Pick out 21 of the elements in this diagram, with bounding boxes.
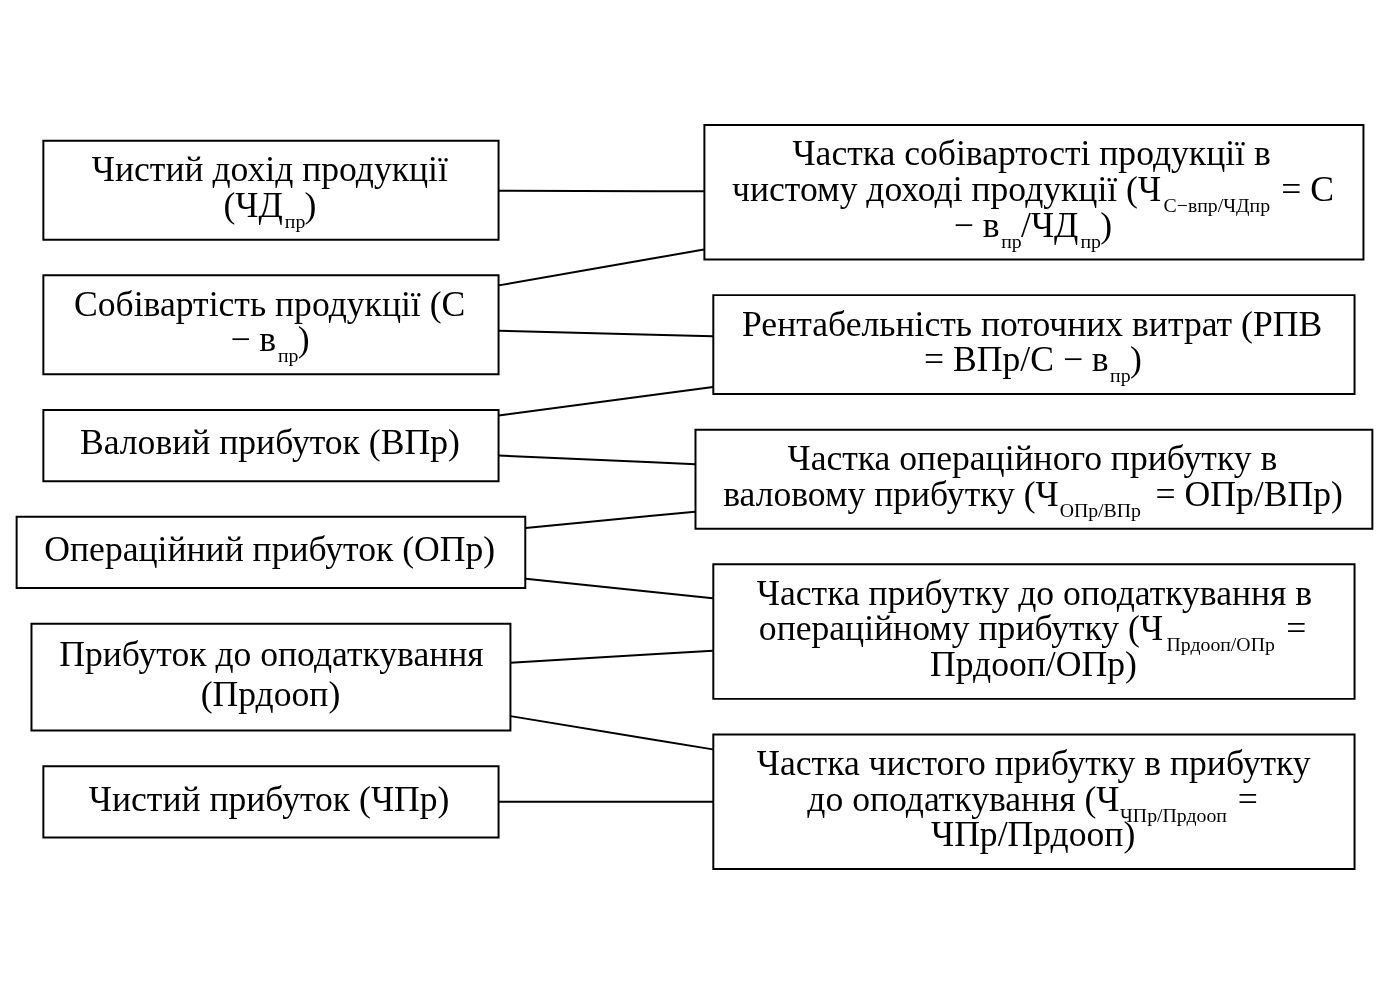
node-box: Собівартість продукції (С − в$_{пр}$) [42, 274, 500, 376]
node-box: Частка чистого прибутку в прибутку до оподаткування (Ч$_{ЧПр/Прдооп}$ = ЧПр/Прдооп) [712, 733, 1356, 871]
connector [497, 454, 697, 466]
connector [524, 510, 697, 529]
node-box: Частка прибутку до оподаткування в операційному прибутку (Ч$_{Прдооп/ОПр}$ = Прдооп/ОПр) [712, 563, 1356, 700]
node-box: Чистий прибуток (ЧПр) [42, 765, 500, 839]
connector [497, 386, 715, 417]
connector [497, 800, 715, 803]
node-box: Рентабельність поточних витрат (РПВ = ВПр/С − в$_{пр}$) [712, 294, 1356, 396]
node-box: Операційний прибуток (ОПр) [15, 515, 527, 590]
connector [509, 649, 714, 664]
connector [497, 189, 705, 193]
node-box: Прибуток до оподаткування (Прдооп) [30, 622, 512, 732]
connector [509, 715, 714, 751]
connector [497, 248, 705, 287]
connector [524, 577, 714, 600]
connector [497, 329, 715, 338]
node-box: Частка операційного прибутку в валовому прибутку (Ч$_{ОПр/ВПр}$ = ОПр/ВПр) [694, 428, 1374, 530]
node-box: Чистий дохід продукції (ЧД$_{пр}$) [42, 139, 500, 241]
node-box: Частка собівартості продукції в чистому доході продукції (Ч$_{С−впр/ЧДпр}$ = С − в$_{пр}$/ЧД$_{пр}$) [703, 123, 1365, 261]
node-box: Валовий прибуток (ВПр) [42, 408, 500, 483]
